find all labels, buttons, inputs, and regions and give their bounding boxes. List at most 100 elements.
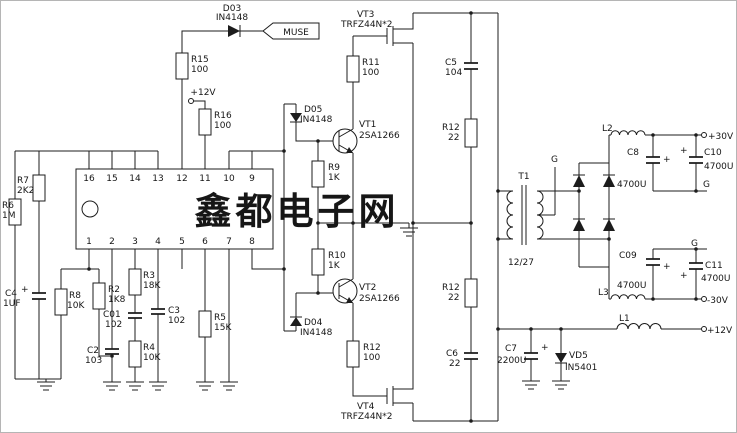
resistor-bodies	[8, 52, 478, 368]
label-ground-upper: G	[703, 180, 710, 190]
terminal-minus30v	[701, 296, 707, 302]
label-r16-ref: R16	[214, 111, 232, 121]
resistor-r15-symbol	[175, 52, 189, 80]
label-c01-value: 102	[105, 320, 122, 330]
polarity-plus-c4: +	[21, 285, 29, 295]
capacitor-c6-symbol	[464, 352, 478, 360]
label-t1-value: 12/27	[508, 258, 534, 268]
label-l2-ref: L2	[602, 124, 613, 134]
ic-pin-label-2: 2	[109, 237, 115, 247]
capacitor-c4-symbol	[32, 292, 46, 300]
label-c4-ref: C4	[5, 289, 17, 299]
resistor-r7-symbol	[32, 174, 46, 202]
label-c11-value: 4700U	[701, 274, 731, 284]
label-c5-value: 104	[445, 68, 462, 78]
resistor-r2-symbol	[92, 282, 106, 310]
label-rail-plus12v: +12V	[707, 326, 733, 336]
label-ground-lower: G	[691, 239, 698, 249]
resistor-r11-symbol	[346, 55, 360, 83]
label-d05-value: IN4148	[300, 115, 333, 125]
ic-pin-label-12: 12	[176, 174, 187, 184]
ic-pin-label-1: 1	[86, 237, 92, 247]
label-r5-ref: R5	[214, 313, 226, 323]
label-d04-value: IN4148	[300, 328, 333, 338]
junction-dots	[87, 11, 698, 423]
label-r3-value: 18K	[143, 281, 161, 291]
label-r7-value: 2K2	[17, 186, 34, 196]
resistor-r4-symbol	[128, 340, 142, 368]
label-r12a-value: 22	[448, 133, 459, 143]
label-c09-value: 4700U	[617, 281, 647, 291]
ic-pin-label-15: 15	[106, 174, 117, 184]
label-d03-ref: D03	[223, 4, 241, 14]
label-r2-value: 1K8	[108, 295, 126, 305]
label-vt1-value: 2SA1266	[359, 131, 400, 141]
label-vt4-value: TRFZ44N*2	[340, 412, 393, 422]
label-r6-value: 1M	[2, 211, 16, 221]
label-r8-ref: R8	[69, 291, 81, 301]
capacitor-c3-symbol	[151, 308, 165, 315]
label-vt2-value: 2SA1266	[359, 294, 400, 304]
label-r9-value: 1K	[328, 173, 341, 183]
resistor-r9-symbol	[311, 160, 325, 188]
capacitor-c01-symbol	[128, 312, 142, 319]
resistor-r10-symbol	[311, 248, 325, 276]
capacitor-c11-symbol	[689, 262, 703, 270]
capacitor-c8-symbol	[646, 156, 660, 164]
label-c10-ref: C10	[704, 148, 722, 158]
label-d04-ref: D04	[304, 318, 323, 328]
ic-pin-label-8: 8	[249, 237, 255, 247]
resistor-r12c-symbol	[464, 278, 478, 308]
resistor-r5-symbol	[198, 310, 212, 338]
label-r8-value: 10K	[67, 301, 85, 311]
label-r12b-value: 100	[363, 353, 380, 363]
terminal-12v-top	[188, 98, 194, 104]
capacitor-c2-symbol	[105, 348, 119, 355]
inductor-l3-symbol	[610, 294, 646, 300]
label-r12b-ref: R12	[363, 343, 381, 353]
label-c2-value: 103	[85, 356, 102, 366]
label-r6-ref: R6	[2, 201, 14, 211]
transistor-vt2-symbol	[332, 278, 358, 304]
label-c3-ref: C3	[168, 306, 180, 316]
mosfet-vt3-symbol	[386, 26, 394, 46]
label-r4-value: 10K	[143, 353, 161, 363]
label-r12c-value: 22	[448, 293, 459, 303]
label-vt2-ref: VT2	[359, 283, 376, 293]
ic-pin-label-14: 14	[129, 174, 141, 184]
label-vd5-ref: VD5	[569, 351, 588, 361]
label-r16-value: 100	[214, 121, 231, 131]
label-c2-ref: C2	[87, 346, 99, 356]
label-l1-ref: L1	[619, 314, 630, 324]
label-c8-ref: C8	[627, 148, 639, 158]
label-rail-plus30v: +30V	[708, 132, 734, 142]
ic-pin-label-7: 7	[226, 237, 232, 247]
mosfet-vt4-symbol	[386, 386, 394, 406]
polarity-plus-c8: +	[663, 155, 671, 165]
ic-pin-label-11: 11	[199, 174, 210, 184]
label-t1-ref: T1	[517, 172, 529, 182]
capacitor-c7-symbol	[524, 352, 538, 360]
label-vt3-ref: VT3	[357, 10, 374, 20]
label-r7-ref: R7	[17, 176, 29, 186]
ic-body	[75, 168, 274, 250]
label-c01-ref: C01	[103, 310, 121, 320]
label-r12a-ref: R12	[442, 123, 460, 133]
label-r15-value: 100	[191, 65, 208, 75]
label-rail-minus30v: -30V	[707, 296, 729, 306]
diode-d05-symbol	[290, 113, 302, 123]
label-d03-value: IN4148	[216, 13, 249, 23]
ic-pin-label-4: 4	[155, 237, 161, 247]
label-r9-ref: R9	[328, 163, 340, 173]
label-c3-value: 102	[168, 316, 185, 326]
label-c6-value: 22	[449, 359, 460, 369]
label-r10-value: 1K	[328, 261, 341, 271]
label-r5-value: 15K	[214, 323, 232, 333]
polarity-plus-c7: +	[541, 343, 549, 353]
ic-pin-label-9: 9	[249, 174, 255, 184]
resistor-r12a-symbol	[464, 118, 478, 148]
label-d05-ref: D05	[304, 105, 322, 115]
label-r12c-ref: R12	[442, 283, 460, 293]
label-l3-ref: L3	[598, 288, 609, 298]
